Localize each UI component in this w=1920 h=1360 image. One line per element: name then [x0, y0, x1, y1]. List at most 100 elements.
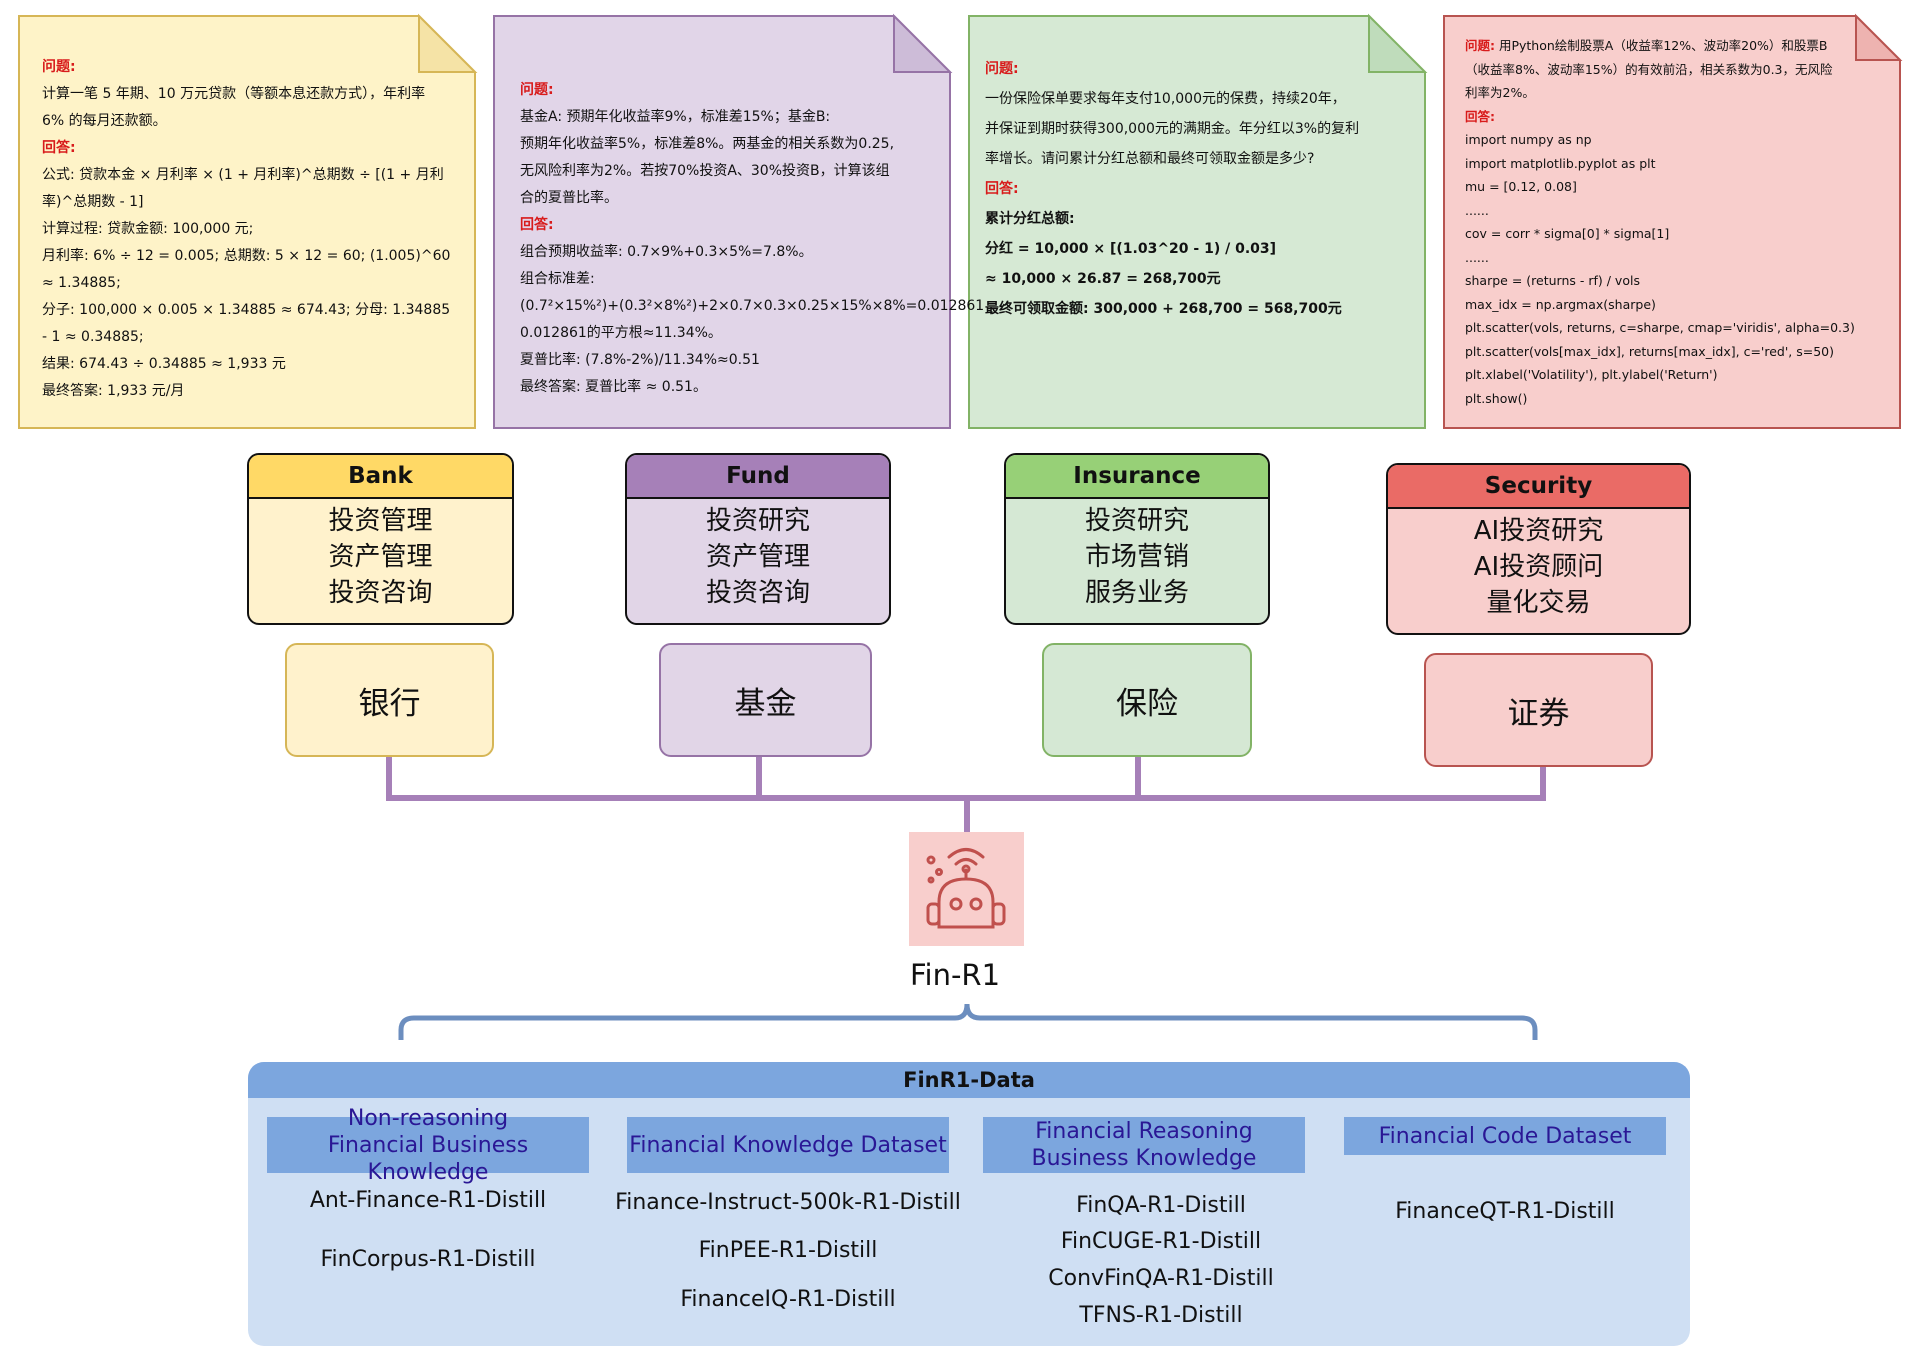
note-line: 并保证到期时获得300,000元的满期金。年分红以3%的复利: [985, 121, 1360, 137]
note-fold-fund: [893, 13, 953, 73]
note-line: import matplotlib.pyplot as plt: [1465, 155, 1656, 171]
note-line: 夏普比率: (7.8%-2%)/11.34%≈0.51: [520, 352, 760, 368]
note-line: 问题: 用Python绘制股票A（收益率12%、波动率20%）和股票B: [1465, 38, 1828, 53]
note-line: sharpe = (returns - rf) / vols: [1465, 273, 1640, 288]
note-line: 月利率: 6% ÷ 12 = 0.005; 总期数: 5 × 12 = 60; …: [42, 248, 451, 264]
note-fold-insurance: [1368, 13, 1428, 73]
domain-item: 投资咨询: [328, 578, 433, 608]
note-shape-fund: [493, 15, 951, 429]
note-line: 分红 = 10,000 × [(1.03^20 - 1) / 0.03]: [985, 241, 1277, 257]
note-line: (0.7²×15%²)+(0.3²×8%²)+2×0.7×0.3×0.25×15…: [520, 298, 985, 314]
dataset-item: Finance-Instruct-500k-R1-Distill: [615, 1190, 961, 1215]
dataset-title: FinR1-Data: [248, 1062, 1690, 1098]
note-fold-security: [1855, 13, 1903, 61]
note-line: 0.012861的平方根≈11.34%。: [520, 325, 722, 341]
note-security: 问题: 用Python绘制股票A（收益率12%、波动率20%）和股票B （收益率8…: [1465, 34, 1885, 410]
note-line: ≈ 10,000 × 26.87 = 268,700元: [985, 271, 1221, 287]
note-line: 最终答案: 1,933 元/月: [42, 383, 185, 399]
domain-box-insurance: Insurance 投资研究 市场营销 服务业务: [1004, 453, 1270, 625]
note-line: cov = corr * sigma[0] * sigma[1]: [1465, 226, 1670, 241]
cn-label-bank: 银行: [285, 643, 494, 757]
robot-icon-graphic: [926, 848, 1006, 929]
domain-connectors: [386, 756, 1546, 832]
note-line: 组合预期收益率: 0.7×9%+0.3×5%=7.8%。: [520, 244, 813, 260]
note-line: 累计分红总额:: [985, 211, 1075, 227]
note-line: ≈ 1.34885;: [42, 275, 121, 291]
dataset-item: ConvFinQA-R1-Distill: [1048, 1266, 1274, 1291]
dataset-item: FinCUGE-R1-Distill: [1060, 1229, 1262, 1254]
category-knowledge: Financial Knowledge Dataset: [627, 1117, 949, 1173]
dataset-item: Ant-Finance-R1-Distill: [309, 1188, 547, 1213]
domain-item: 资产管理: [328, 542, 433, 572]
domain-box-security: Security AI投资研究 AI投资顾问 量化交易: [1386, 463, 1691, 635]
domain-item: AI投资研究: [1473, 516, 1604, 546]
note-line: 计算过程: 贷款金额: 100,000 元;: [42, 221, 254, 237]
robot-icon: [909, 832, 1024, 946]
note-bank: 问题: 计算一笔 5 年期、10 万元贷款（等额本息还款方式），年利率 6% 的每月…: [42, 54, 462, 405]
domain-item: 量化交易: [1486, 588, 1591, 618]
dataset-panel: FinR1-Data: [248, 1062, 1690, 1346]
note-line: mu = [0.12, 0.08]: [1465, 179, 1577, 194]
note-fold-bank: [418, 13, 478, 73]
dataset-item: FinanceQT-R1-Distill: [1395, 1199, 1615, 1224]
note-line: 利率为2%。: [1465, 85, 1535, 100]
category-reasoning: Financial Reasoning Business Knowledge: [983, 1117, 1305, 1173]
note-insurance: 问题: 一份保险保单要求每年支付10,000元的保费，持续20年， 并保证到期时获得…: [985, 54, 1405, 324]
note-line: 问题:: [42, 59, 76, 75]
domain-title: Security: [1388, 465, 1689, 509]
cn-label-insurance: 保险: [1042, 643, 1252, 757]
domain-box-fund: Fund 投资研究 资产管理 投资咨询: [625, 453, 891, 625]
note-line: 回答:: [42, 140, 76, 156]
category-code: Financial Code Dataset: [1344, 1117, 1666, 1155]
note-line: 回答:: [520, 217, 554, 233]
dataset-item: FinPEE-R1-Distill: [698, 1238, 878, 1263]
note-line: max_idx = np.argmax(sharpe): [1465, 296, 1656, 312]
note-line: 问题:: [985, 61, 1019, 77]
note-line: plt.scatter(vols[max_idx], returns[max_i…: [1465, 343, 1835, 359]
note-line: 公式: 贷款本金 × 月利率 × (1 + 月利率)^总期数 ÷ [(1 + 月…: [42, 167, 444, 183]
note-fund: 问题: 基金A: 预期年化收益率9%，标准差15%；基金B: 预期年化收益率5%，标…: [520, 77, 985, 401]
dataset-item: FinCorpus-R1-Distill: [320, 1247, 536, 1272]
note-line: 最终可领取金额: 300,000 + 268,700 = 568,700元: [985, 301, 1342, 317]
domain-item: 投资研究: [705, 506, 810, 536]
note-line: 率)^总期数 - 1]: [42, 194, 144, 210]
note-line: 分子: 100,000 × 0.005 × 1.34885 ≈ 674.43; …: [42, 302, 451, 318]
note-line: ......: [1465, 249, 1489, 265]
dataset-brace: [398, 1003, 1538, 1040]
note-shape-bank: [18, 15, 476, 429]
domain-item: 投资研究: [1084, 506, 1189, 536]
dataset-item: TFNS-R1-Distill: [1079, 1303, 1243, 1328]
note-line: 问题:: [520, 82, 554, 98]
category-non-reasoning: Non-reasoning Financial Business Knowled…: [267, 1106, 589, 1185]
note-line: plt.xlabel('Volatility'), plt.ylabel('Re…: [1465, 367, 1718, 382]
note-line: 结果: 674.43 ÷ 0.34885 ≈ 1,933 元: [42, 356, 286, 372]
cn-label-security: 证券: [1424, 653, 1653, 767]
note-line: 组合标准差:: [520, 271, 595, 287]
model-name: Fin-R1: [909, 958, 1001, 992]
note-line: 最终答案: 夏普比率 ≈ 0.51。: [520, 379, 707, 395]
note-line: 合的夏普比率。: [520, 190, 618, 206]
note-line: 一份保险保单要求每年支付10,000元的保费，持续20年，: [985, 91, 1346, 107]
note-line: 计算一笔 5 年期、10 万元贷款（等额本息还款方式），年利率: [42, 86, 426, 102]
note-line: 基金A: 预期年化收益率9%，标准差15%；基金B:: [520, 109, 831, 125]
note-line: ......: [1465, 202, 1489, 218]
note-line: 回答:: [985, 181, 1019, 197]
dataset-item: FinQA-R1-Distill: [1076, 1193, 1246, 1218]
domain-title: Insurance: [1006, 455, 1268, 499]
note-line: 预期年化收益率5%，标准差8%。两基金的相关系数为0.25,: [520, 136, 895, 152]
note-line: import numpy as np: [1465, 132, 1592, 147]
note-line: 6% 的每月还款额。: [42, 113, 167, 129]
note-line: plt.scatter(vols, returns, c=sharpe, cma…: [1465, 320, 1855, 335]
domain-item: 服务业务: [1084, 578, 1189, 608]
domain-item: AI投资顾问: [1473, 552, 1604, 582]
domain-box-bank: Bank 投资管理 资产管理 投资咨询: [247, 453, 514, 625]
domain-item: 资产管理: [705, 542, 810, 572]
cn-label-fund: 基金: [659, 643, 872, 757]
domain-item: 投资管理: [328, 506, 433, 536]
note-shape-insurance: [968, 15, 1426, 429]
note-line: （收益率8%、波动率15%）的有效前沿，相关系数为0.3，无风险: [1465, 61, 1833, 77]
domain-item: 市场营销: [1084, 542, 1189, 572]
note-line: 无风险利率为2%。若按70%投资A、30%投资B，计算该组: [520, 163, 890, 179]
domain-item: 投资咨询: [705, 578, 810, 608]
